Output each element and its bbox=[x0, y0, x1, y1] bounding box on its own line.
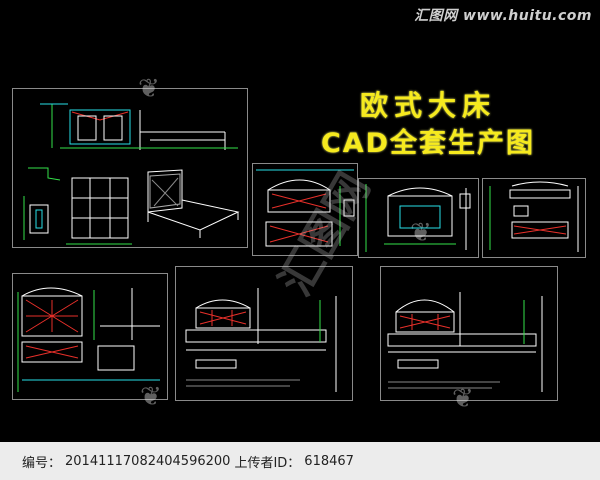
site-watermark: 汇图网 www.huitu.com bbox=[414, 8, 592, 24]
bed-side-elevation bbox=[40, 103, 238, 150]
drawing-sheet-headboard-a bbox=[252, 163, 358, 256]
footer-bar: 编号： 20141117082404596200 上传者ID： 618467 bbox=[0, 442, 600, 480]
bed-elevation-a-drawing bbox=[185, 288, 337, 392]
drawing-sheet-bed-elevation-a bbox=[175, 266, 353, 401]
huitu-leaf-icon: ❦ bbox=[138, 74, 160, 104]
drawing-sheet-bed-elevation-b bbox=[380, 266, 558, 401]
huitu-leaf-icon: ❦ bbox=[140, 382, 162, 412]
bed-perspective-view bbox=[147, 169, 240, 238]
drawing-title: 欧式大床 CAD全套生产图 bbox=[278, 88, 578, 164]
headboard-b-drawing bbox=[365, 184, 471, 252]
joint-detail bbox=[23, 167, 61, 240]
drawing-sheet-headboard-b bbox=[358, 178, 479, 258]
title-line-2: CAD全套生产图 bbox=[320, 128, 536, 159]
uploader-value: 618467 bbox=[304, 453, 354, 469]
uploader-label: 上传者ID： bbox=[234, 455, 301, 471]
id-label: 编号： bbox=[22, 455, 62, 471]
headboard-a-drawing bbox=[256, 169, 355, 247]
title-line-1: 欧式大床 bbox=[359, 89, 496, 122]
id-value: 20141117082404596200 bbox=[65, 453, 231, 469]
headboard-front-grid bbox=[66, 177, 132, 245]
cad-drawing-canvas bbox=[17, 103, 579, 392]
huitu-leaf-icon: ❦ bbox=[452, 384, 474, 414]
drawing-sheet-headboard-c bbox=[482, 178, 586, 258]
huitu-leaf-icon: ❦ bbox=[410, 218, 432, 248]
headboard-c-drawing bbox=[489, 181, 579, 252]
drawing-sheet-bed-plan bbox=[12, 273, 168, 400]
bed-plan-drawing bbox=[17, 287, 160, 392]
bed-elevation-b-drawing bbox=[387, 292, 543, 392]
drawing-sheet-main bbox=[12, 88, 248, 248]
